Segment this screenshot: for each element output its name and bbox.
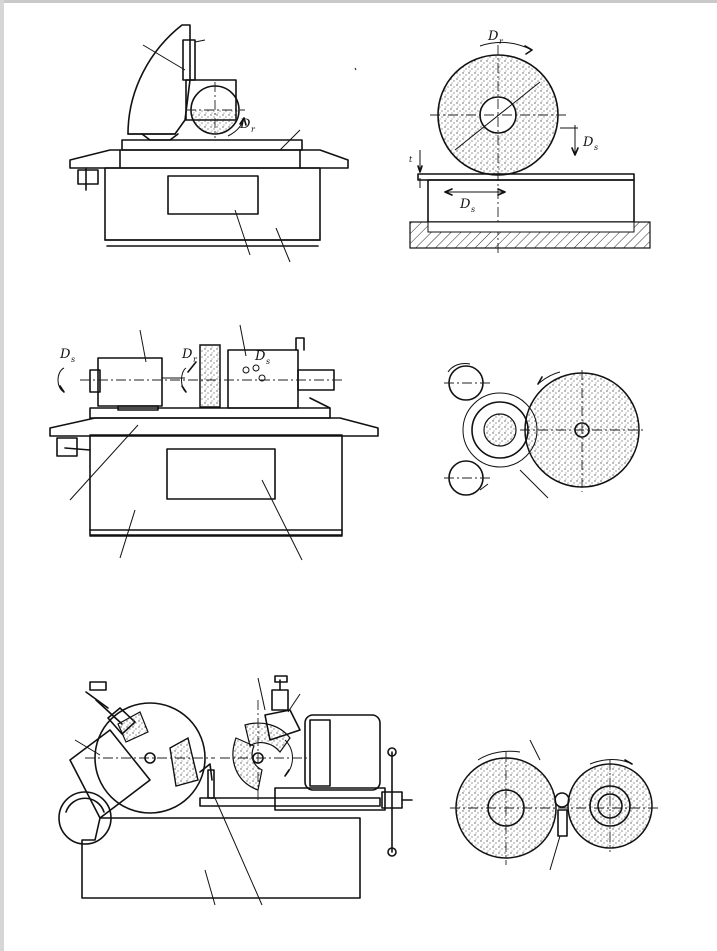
fig2-t-label: t <box>409 155 413 164</box>
fig3-dr-sub: r <box>193 355 198 364</box>
fig1-window <box>167 175 259 215</box>
fig3-ds2-sub: s <box>266 357 270 366</box>
fig4-regulating-wheel <box>471 401 529 459</box>
fig1-dr-sub: r <box>251 125 256 134</box>
fig2-ds-sub: s <box>594 143 598 152</box>
fig5-left-wheel <box>169 736 199 787</box>
fig5-slide <box>274 787 386 811</box>
fig2-ds-label: D <box>582 135 594 150</box>
fig3-ds-label: D <box>59 347 71 362</box>
cylindrical-grinder-side-view: D s D r D s <box>49 324 379 561</box>
top-border <box>0 0 717 3</box>
centerless-grinding-scheme <box>444 363 645 499</box>
fig2-ds2-label: D <box>459 197 471 212</box>
fig3-table <box>49 417 379 437</box>
fig2-dr-label: D <box>487 29 499 44</box>
fig3-dr-label: D <box>181 347 193 362</box>
fig5-base <box>81 817 361 899</box>
fig3-ds-sub: s <box>71 355 75 364</box>
fig1-dr-label: D <box>239 117 251 132</box>
fig3-ds2-label: D <box>254 349 266 364</box>
fig3-grinding-wheel <box>199 344 221 408</box>
fig1-column <box>127 24 191 135</box>
fig2-dr-sub: r <box>499 37 504 46</box>
surface-grinding-scheme: D r D s D s t <box>409 29 651 255</box>
fig3-window <box>166 448 276 500</box>
fig1-base <box>104 167 321 241</box>
surface-grinder-side-view: D r <box>69 24 357 263</box>
double-head-tool-grinder <box>58 675 413 906</box>
fig1-table <box>69 149 349 169</box>
fig3-headstock <box>97 357 163 407</box>
double-wheel-scheme <box>450 739 660 871</box>
left-border <box>0 0 4 951</box>
fig2-ds2-sub: s <box>471 205 475 214</box>
fig6-workpiece <box>554 792 570 808</box>
fig3-base <box>89 434 343 536</box>
